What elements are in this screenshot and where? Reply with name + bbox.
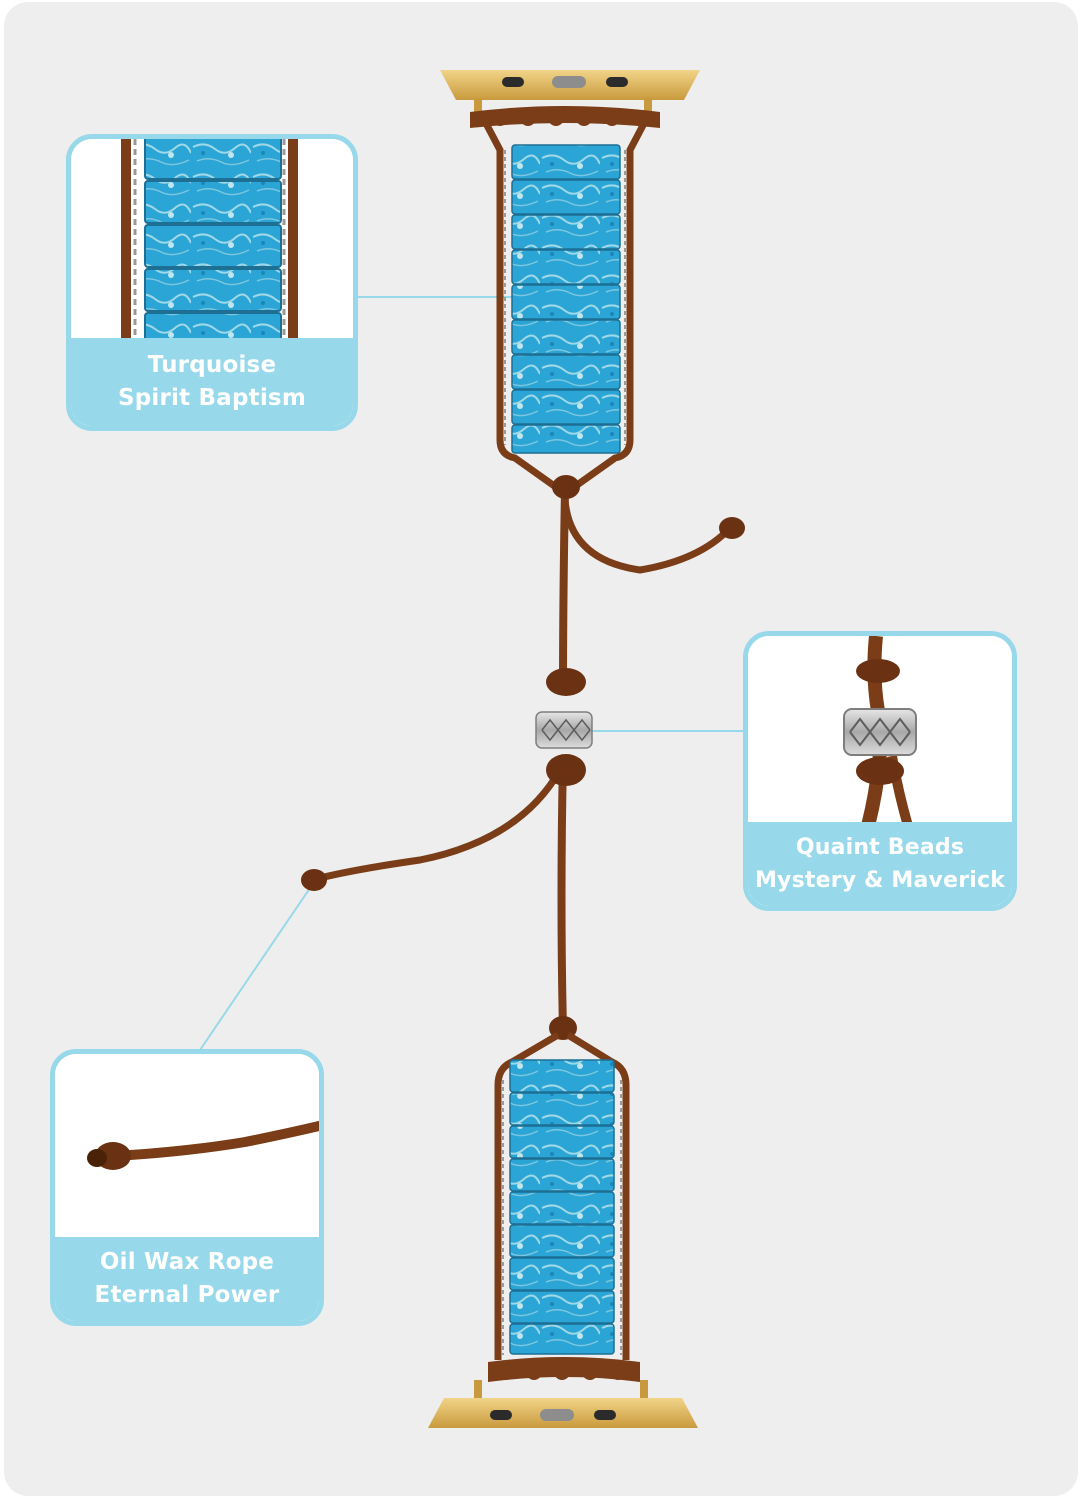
rope-callout-label: Oil Wax Rope Eternal Power <box>55 1237 319 1321</box>
bead-callout-line2: Mystery & Maverick <box>754 868 1006 893</box>
rope-callout-line2: Eternal Power <box>94 1282 280 1308</box>
top-lug-connector <box>440 70 700 120</box>
rope-knots <box>301 475 745 1040</box>
rope-closeup-image <box>55 1054 319 1244</box>
bead-callout-label: Quaint Beads Mystery & Maverick <box>748 822 1012 906</box>
stone-closeup-image <box>71 139 353 341</box>
top-band <box>470 106 660 493</box>
adjustable-rope <box>308 486 734 1034</box>
silver-bead <box>535 711 593 749</box>
bead-closeup-image <box>748 636 1012 826</box>
stone-callout-line2: Spirit Baptism <box>118 385 306 411</box>
rope-leader-line <box>199 887 311 1051</box>
rope-callout-line1: Oil Wax Rope <box>99 1249 275 1275</box>
bottom-band <box>488 1031 640 1382</box>
rope-callout: Oil Wax Rope Eternal Power <box>50 1049 324 1326</box>
bottom-lug-connector <box>428 1380 698 1428</box>
stone-callout: Turquoise Spirit Baptism <box>66 134 358 431</box>
bead-callout-line1: Quaint Beads <box>795 835 965 860</box>
bead-callout: Quaint Beads Mystery & Maverick <box>743 631 1017 911</box>
stone-callout-line1: Turquoise <box>147 352 277 378</box>
stone-callout-label: Turquoise Spirit Baptism <box>71 338 353 426</box>
